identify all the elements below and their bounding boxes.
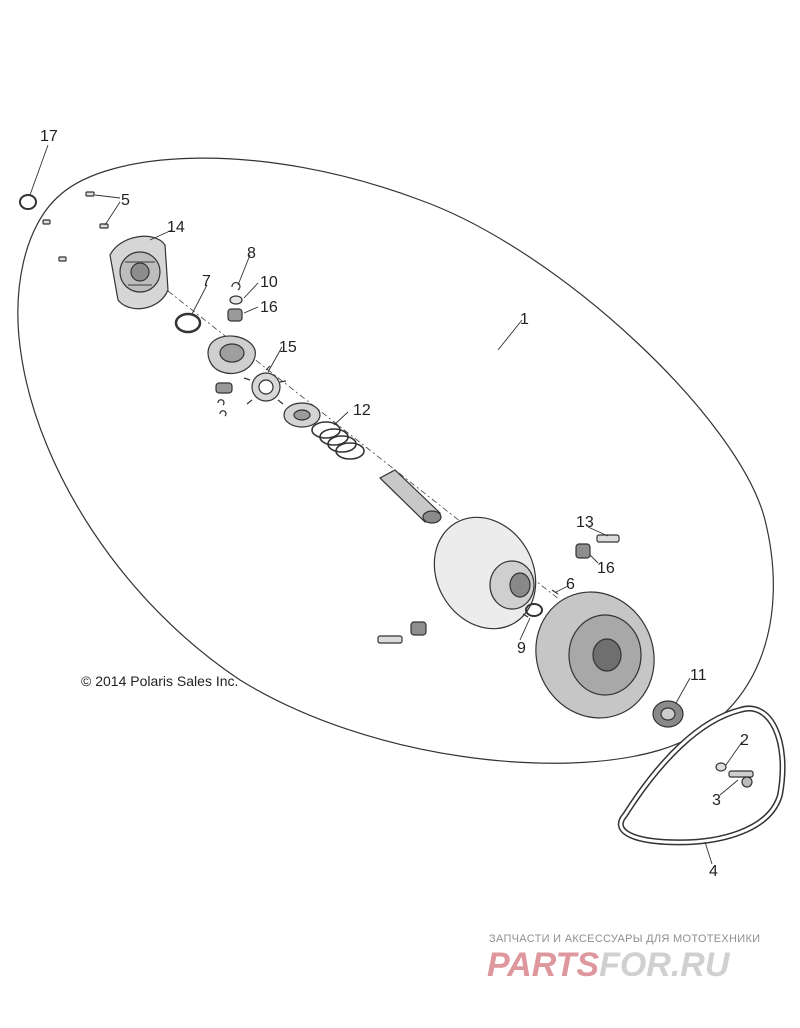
cover-plate-part — [109, 235, 169, 310]
assembly-outline — [17, 157, 774, 764]
washer-bolt-parts — [715, 762, 754, 788]
callout-11: 11 — [690, 667, 707, 684]
leader-lines — [29, 144, 743, 865]
callout-5: 5 — [121, 192, 130, 209]
o-ring-part — [19, 194, 37, 210]
spring-part — [311, 421, 365, 460]
spring-retainer-part — [243, 365, 287, 405]
snap-ring-part — [174, 312, 202, 334]
callout-10: 10 — [260, 274, 278, 291]
callout-2: 2 — [740, 732, 749, 749]
stationary-sheave-part — [535, 591, 655, 719]
callout-13: 13 — [576, 514, 594, 531]
callout-16-lower: 16 — [597, 560, 615, 577]
shaft-part — [378, 469, 442, 524]
spider-part — [207, 335, 256, 417]
callout-1: 1 — [520, 311, 529, 328]
callout-9: 9 — [517, 640, 526, 657]
callout-15: 15 — [279, 339, 297, 356]
callout-12: 12 — [353, 402, 371, 419]
callout-8: 8 — [247, 245, 256, 262]
callout-17: 17 — [40, 128, 58, 145]
lower-bolt-roller-parts — [377, 621, 427, 644]
watermark-brand: PARTSFOR.RU — [487, 946, 729, 985]
callout-14: 14 — [167, 219, 185, 236]
callout-16: 16 — [260, 299, 278, 316]
callout-labels: 17 5 14 8 10 16 7 1 15 12 13 16 6 9 11 2… — [40, 128, 749, 880]
callout-3: 3 — [712, 792, 721, 809]
watermark-brand-right: FOR.RU — [599, 946, 730, 984]
callout-4: 4 — [709, 863, 718, 880]
copyright-text: © 2014 Polaris Sales Inc. — [81, 673, 239, 689]
screw-parts — [42, 191, 109, 262]
callout-6: 6 — [566, 576, 575, 593]
cam-plate-part — [283, 402, 321, 428]
bolt-roller-parts — [575, 534, 620, 559]
bearing-part — [652, 700, 684, 728]
moveable-sheave-part — [433, 516, 537, 630]
watermark-brand-left: PARTS — [487, 946, 600, 984]
drive-belt-inner — [619, 707, 785, 844]
callout-7: 7 — [202, 273, 211, 290]
roller-hardware-parts — [227, 281, 243, 322]
key-ring-parts — [522, 589, 559, 618]
watermark-tagline: ЗАПЧАСТИ И АКСЕССУАРЫ ДЛЯ МОТОТЕХНИКИ — [489, 933, 761, 945]
